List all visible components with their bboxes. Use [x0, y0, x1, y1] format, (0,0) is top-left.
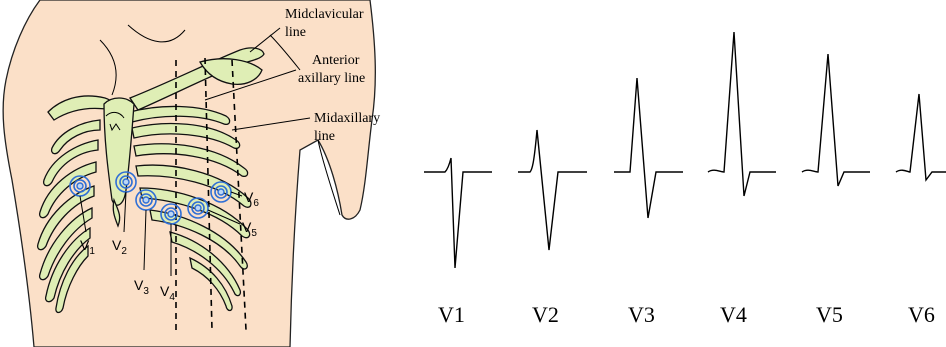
waveform-label-v5: V5	[816, 302, 843, 327]
waveform-label-v1: V1	[438, 302, 465, 327]
midaxillary-label-line1: Midaxillary	[314, 111, 380, 126]
midclavicular-label-line1: Midclavicular	[285, 7, 364, 22]
midclavicular-label-line2: line	[285, 25, 306, 40]
waveform-v2	[518, 130, 587, 250]
anterior-axillary-label-line1: Anterior	[312, 53, 360, 68]
waveform-v5	[802, 54, 870, 186]
midaxillary-label-line2: line	[314, 129, 335, 144]
waveform-v1	[424, 158, 492, 268]
waveform-v3	[614, 78, 683, 218]
waveform-label-v3: V3	[628, 302, 655, 327]
waveform-label-v6: V6	[908, 302, 935, 327]
waveform-label-v2: V2	[532, 302, 559, 327]
waveform-label-v4: V4	[720, 302, 747, 327]
waveform-v6	[896, 94, 946, 180]
waveform-v4	[708, 32, 776, 196]
anterior-axillary-label-line2: axillary line	[298, 71, 365, 86]
